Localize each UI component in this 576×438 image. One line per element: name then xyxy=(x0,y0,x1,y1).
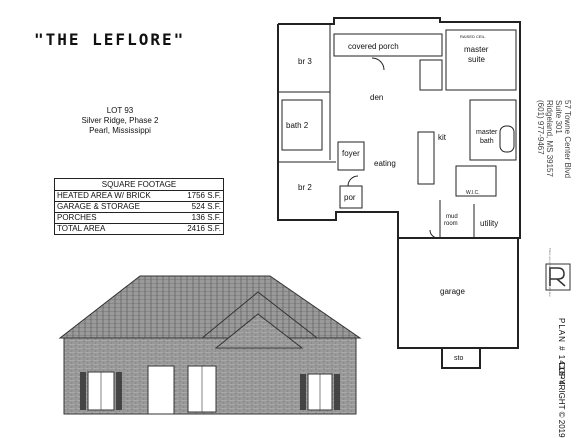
city: Pearl, Mississippi xyxy=(89,126,151,135)
room-br3: br 3 xyxy=(298,57,312,66)
room-master-bath-2: bath xyxy=(480,138,494,145)
total-value: 2416 S.F. xyxy=(187,224,221,233)
room-raised-ceiling: RAISED CEIL. xyxy=(460,34,486,39)
plan-title: "THE LEFLORE" xyxy=(34,30,186,49)
subdivision: Silver Ridge, Phase 2 xyxy=(81,116,159,125)
room-mud-1: mud xyxy=(446,214,458,220)
room-storage: sto xyxy=(454,355,463,362)
table-row: PORCHES 136 S.F. xyxy=(55,213,223,223)
total-label: TOTAL AREA xyxy=(57,224,106,233)
address-line: (601) 977-9467 xyxy=(536,100,545,155)
company-address: 57 Towne Center Blvd Suite 301 Ridgeland… xyxy=(536,100,572,178)
row-label: GARAGE & STORAGE xyxy=(57,202,140,211)
room-foyer: foyer xyxy=(342,149,360,158)
room-master-suite-1: master xyxy=(464,45,489,54)
row-value: 1756 S.F. xyxy=(187,191,221,200)
room-master-suite-2: suite xyxy=(468,55,485,64)
square-footage-table: SQUARE FOOTAGE HEATED AREA W/ BRICK 1756… xyxy=(54,178,224,235)
company-logo xyxy=(545,263,571,291)
room-kit: kit xyxy=(438,133,447,142)
room-utility: utility xyxy=(480,219,498,228)
table-header: SQUARE FOOTAGE xyxy=(55,179,223,191)
address-line: Suite 301 xyxy=(554,100,563,134)
address-line: Ridgeland, MS 39157 xyxy=(545,100,554,177)
room-garage: garage xyxy=(440,287,465,296)
table-total-row: TOTAL AREA 2416 S.F. xyxy=(55,223,223,234)
table-row: GARAGE & STORAGE 524 S.F. xyxy=(55,202,223,213)
row-label: HEATED AREA W/ BRICK xyxy=(57,191,151,200)
row-label: PORCHES xyxy=(57,213,97,222)
room-br2: br 2 xyxy=(298,183,312,192)
row-value: 524 S.F. xyxy=(191,202,221,211)
row-value: 136 S.F. xyxy=(191,213,221,222)
table-row: HEATED AREA W/ BRICK 1756 S.F. xyxy=(55,191,223,202)
room-den: den xyxy=(370,93,383,102)
room-mud-2: room xyxy=(444,221,458,227)
room-bath2: bath 2 xyxy=(286,121,309,130)
door-front xyxy=(147,365,175,415)
front-elevation xyxy=(58,275,362,415)
room-porch: por xyxy=(344,193,356,202)
lot-number: LOT 93 xyxy=(106,106,134,115)
room-eating: eating xyxy=(374,159,396,168)
exterior-wall xyxy=(277,17,521,239)
main-roof xyxy=(58,275,362,339)
room-covered-porch: covered porch xyxy=(348,42,399,51)
copyright: COPYRIGHT © 2019 xyxy=(557,362,566,438)
address-line: 57 Towne Center Blvd xyxy=(563,100,572,179)
room-wic: W.I.C. xyxy=(466,190,480,196)
room-master-bath-1: master xyxy=(476,129,498,136)
storage-wall xyxy=(441,347,481,369)
